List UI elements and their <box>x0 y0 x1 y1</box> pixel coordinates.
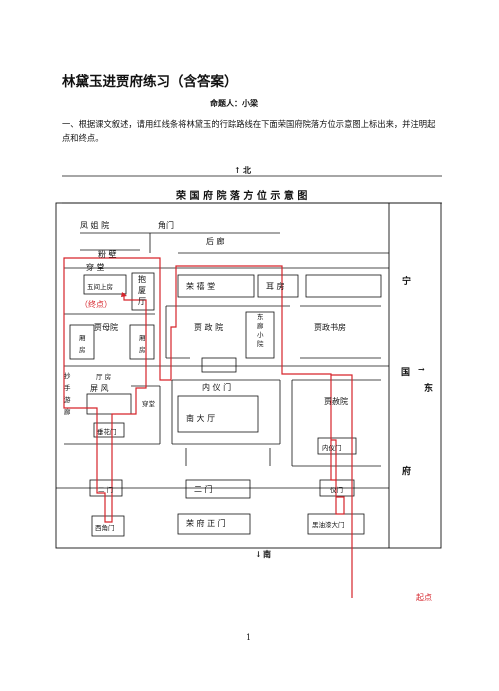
label-ermen-left: 二 门 <box>98 486 114 494</box>
label-fengjie-yuan: 凤 姐 院 <box>80 221 110 230</box>
question-1: 一、根据课文叙述，请用红线条将林黛玉的行踪路线在下面荣国府院落方位示意图上标出来… <box>62 119 436 143</box>
south-label: 南 <box>263 549 271 559</box>
label-ermen-center: 二 门 <box>194 485 213 494</box>
label-jiashe-yuan: 贾赦院 <box>324 397 348 406</box>
label-rongxi-tang: 荣 禧 堂 <box>186 282 216 291</box>
label-jiazheng-shufang: 贾政书房 <box>314 323 346 332</box>
map-title: 荣 国 府 院 落 方 位 示 意 图 <box>176 191 308 202</box>
label-fu: 府 <box>402 467 412 477</box>
label-dongxiaoyuan: 东 廊 小 院 <box>257 313 264 348</box>
page-number: 1 <box>246 633 252 642</box>
doc-title: 林黛玉进贾府练习（含答案） <box>62 74 238 90</box>
label-jiamu-yuan: 贾母院 <box>94 323 118 332</box>
east-label: 东 <box>424 384 434 394</box>
label-ning: 宁 <box>402 277 412 287</box>
label-baoxia-ting: 抱 厦 厅 <box>138 275 146 306</box>
south-arrow: ↓ <box>255 549 262 559</box>
label-tingfang: 厅 房 <box>96 373 112 381</box>
label-fenbi: 粉 壁 <box>98 250 117 259</box>
label-zhongdian: （终点） <box>80 300 112 309</box>
label-guo: 国 <box>401 368 411 378</box>
label-jiazheng-yuan: 贾 政 院 <box>194 323 224 332</box>
label-xiangfang-left: 厢 房 <box>79 334 86 354</box>
north-arrow: ↑ <box>234 165 241 175</box>
doc-author: 命题人：小梁 <box>210 98 258 108</box>
route-arrowhead <box>121 292 127 297</box>
label-heiyou-damen: 黑油漆大门 <box>312 521 345 529</box>
label-yimen: 仪门 <box>330 486 343 494</box>
label-qidian: 起点 <box>416 593 432 602</box>
label-jiaomen: 角门 <box>158 221 174 230</box>
label-chaoshou-youlang: 抄 手 游 廊 <box>64 372 71 416</box>
east-arrow: → <box>418 364 425 374</box>
label-erfang: 耳 房 <box>266 282 285 291</box>
north-label: 北 <box>243 165 251 175</box>
label-xichuimen: 西角门 <box>95 524 115 532</box>
label-rongfu-zhengmen: 荣 府 正 门 <box>186 519 226 528</box>
label-chuihuamen: 垂花门 <box>97 428 117 436</box>
route-line <box>63 257 353 598</box>
label-neiyimen: 内仪门 <box>322 444 342 452</box>
label-xiangfang-right: 厢 房 <box>139 334 146 354</box>
label-wujian-shangfang: 五间上房 <box>87 283 113 291</box>
label-chuantang-mid: 穿堂 <box>142 400 155 408</box>
label-yiyimen: 内 仪 门 <box>202 383 232 392</box>
label-nan-dating: 南 大 厅 <box>186 414 216 423</box>
label-houlang: 后 廊 <box>206 237 225 246</box>
label-chuantang-top: 穿 堂 <box>86 263 105 272</box>
label-pingfeng: 屏 风 <box>90 384 109 393</box>
map-frame <box>55 202 442 549</box>
